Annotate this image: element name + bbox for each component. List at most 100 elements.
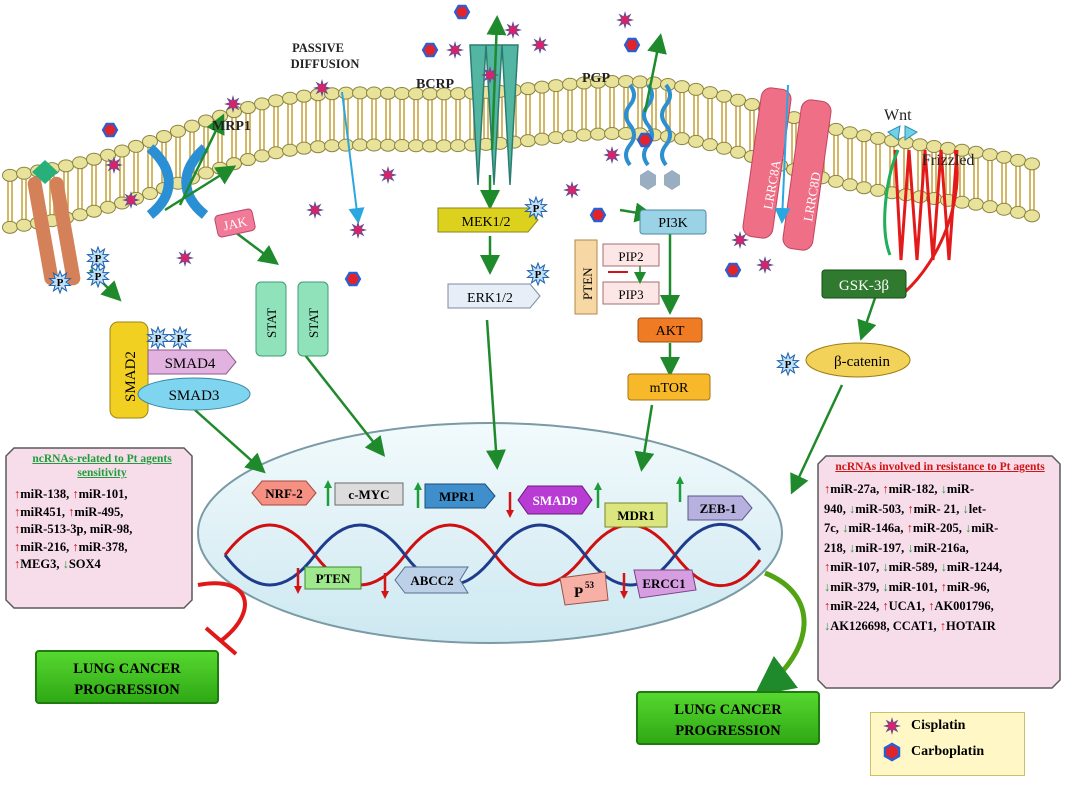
drug-particles [101,4,774,287]
down-arrow-icon: ↓ [907,540,914,555]
up-arrow-icon: ↑ [928,599,935,613]
up-arrow-icon: ↑ [907,501,914,516]
legend-carboplatin: Carboplatin [871,739,1024,765]
down-arrow-icon: ↓ [962,501,969,516]
svg-text:P: P [533,203,540,215]
ncrna-item: ↓miR-101, [882,579,941,594]
gene-mdr1: MDR1 [594,482,668,528]
ncrna-item: ↑miR-138, [14,487,73,501]
ncrna-line: ↑miR-513-3p, miR-98, [14,521,190,539]
svg-text:P: P [574,585,583,601]
ncrna-line: ↓miR-379, ↓miR-101, ↑miR-96, [824,578,1056,598]
pgp-label: PGP [582,71,610,86]
up-arrow-icon: ↑ [824,482,831,496]
ncrna-item: ↓miR- [964,521,999,535]
svg-text:ZEB-1: ZEB-1 [700,501,737,516]
gene-zeb1: ZEB-1 [676,476,753,521]
down-arrow-icon: ↓ [62,557,69,571]
svg-text:SMAD2: SMAD2 [123,351,139,402]
svg-text:53: 53 [585,580,595,590]
svg-text:P: P [95,271,102,283]
right-ncrna-panel: ncRNAs involved in resistance to Pt agen… [824,460,1056,636]
ncrna-item: ↑miR-216, [14,539,73,554]
passive-diffusion-label-2: DIFFUSION [291,57,360,71]
ncrna-item: ↑miR-513-3p, [14,522,90,536]
svg-text:GSK-3β: GSK-3β [839,278,889,294]
gene-ercc1: ERCC1 [620,569,697,599]
ncrna-item: 7c, [824,521,843,535]
ncrna-line: 218, ↓miR-197, ↓miR-216a, [824,539,1056,559]
up-arrow-icon: ↑ [882,599,889,613]
ncrna-line: ↑miR-27a, ↑miR-182, ↓miR- [824,480,1056,500]
up-arrow-icon: ↑ [14,522,21,536]
svg-text:P: P [155,333,162,345]
ncrna-item: ↑miR-27a, [824,482,883,496]
pip-boxes: PIP2 PIP3 [602,243,660,305]
up-arrow-icon: ↑ [14,539,21,554]
svg-text:SMAD3: SMAD3 [169,388,220,404]
down-arrow-icon: ↓ [940,482,947,496]
right-panel-frame [817,455,1061,689]
up-arrow-icon: ↑ [72,487,79,501]
ncrna-item: miR-98, [89,522,133,536]
bcrp-label: BCRP [416,77,455,92]
svg-text:PROGRESSION: PROGRESSION [675,723,781,739]
right-panel-list: ↑miR-27a, ↑miR-182, ↓miR- 940, ↓miR-503,… [824,480,1056,636]
gsk-box: GSK-3β [821,269,907,299]
svg-text:ERK1/2: ERK1/2 [467,291,513,306]
ncrna-item: ↓miR-589, [882,560,941,574]
svg-text:SMAD4: SMAD4 [165,356,216,372]
up-arrow-icon: ↑ [14,504,21,519]
lrrc8-channel [742,87,832,251]
ncrna-item: CCAT1, [892,618,940,633]
inhibition-line [197,581,247,642]
beta-catenin-box: β-catenin [805,342,911,378]
svg-text:JAK: JAK [222,214,249,234]
jak-box: JAK [214,208,256,238]
inhibition-bar [204,626,238,656]
ncrna-item: ↓miR-1244, [940,560,1003,574]
pten-membrane-box: PTEN [574,239,598,315]
gene-cmyc: c-MYC [324,480,404,506]
ncrna-item: ↓SOX4 [62,557,101,571]
left-panel-list: ↑miR-138, ↑miR-101, ↑miR451, ↑miR-495, ↑… [14,486,190,574]
passive-diffusion-label: PASSIVE [292,41,344,55]
legend-cisplatin-label: Cisplatin [911,718,966,733]
mtor-box: mTOR [627,373,711,401]
pi3k-box: PI3K [639,209,707,235]
ncrna-item: ↓miR- [940,482,974,496]
ncrna-line: ↓AK126698, CCAT1, ↑HOTAIR [824,617,1056,637]
svg-text:P: P [535,269,542,281]
down-arrow-icon: ↓ [849,501,856,516]
up-arrow-icon: ↑ [939,618,946,633]
ncrna-item: ↑miR-224, [824,599,883,613]
gene-abcc2: ABCC2 [381,566,469,599]
svg-text:PIP3: PIP3 [618,287,643,302]
up-arrow-icon: ↑ [72,539,79,554]
ncrna-item: ↓miR-216a, [907,540,969,555]
mrp1-label: MRP1 [212,119,251,134]
up-arrow-icon: ↑ [882,482,889,496]
frizzled-receptor [883,125,959,294]
ncrna-line: 7c, ↓miR-146a, ↑miR-205, ↓miR- [824,519,1056,539]
ncrna-item: ↑HOTAIR [939,618,996,633]
svg-text:P: P [177,333,184,345]
ncrna-item: ↓miR-146a, [842,521,907,535]
up-arrow-icon: ↑ [14,487,21,501]
ncrna-item: ↓miR-503, [849,501,908,516]
ncrna-item: ↑miR-495, [68,504,124,519]
ncrna-line: ↑miR-138, ↑miR-101, [14,486,190,504]
svg-text:LUNG CANCER: LUNG CANCER [674,702,782,718]
svg-text:P: P [95,253,102,265]
ncrna-line: ↑miR-216, ↑miR-378, [14,539,190,557]
svg-text:PROGRESSION: PROGRESSION [74,682,180,698]
legend-cisplatin: Cisplatin [871,713,1024,739]
down-arrow-icon: ↓ [824,579,831,594]
svg-text:MPR1: MPR1 [439,489,475,504]
down-arrow-icon: ↓ [842,521,849,535]
ncrna-item: 218, [824,540,849,555]
smad-complex: SMAD2 SMAD4 SMAD3 [109,321,251,419]
pgp-transporter [624,83,680,190]
